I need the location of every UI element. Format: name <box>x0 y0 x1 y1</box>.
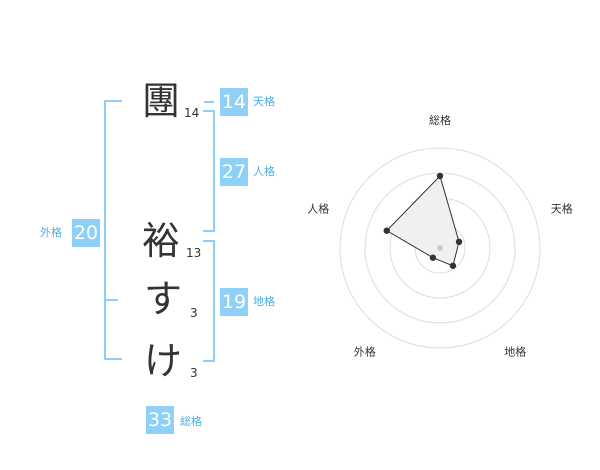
name-char-2: 裕 <box>142 219 181 263</box>
radar-axis-label-2: 天格 <box>551 201 573 215</box>
stroke-count-4: 3 <box>190 366 198 380</box>
soukaku-label: 総格 <box>180 415 202 428</box>
tenkaku-label: 天格 <box>253 95 275 108</box>
jinkaku-badge: 27 <box>220 158 248 186</box>
gaikaku-badge: 20 <box>72 219 100 247</box>
radar-point-2 <box>455 238 463 246</box>
radar-axis-label-1: 総格 <box>429 113 451 127</box>
stroke-count-2: 13 <box>186 246 202 260</box>
chikaku-bracket <box>203 240 215 362</box>
chikaku-label: 地格 <box>253 295 275 308</box>
soukaku-badge: 33 <box>146 406 174 434</box>
tenkaku-bracket <box>204 101 214 103</box>
radar-center <box>437 245 443 251</box>
radar-ring <box>339 147 541 349</box>
radar-axis-label-5: 人格 <box>307 201 329 215</box>
radar-axis-label-3: 地格 <box>504 345 526 359</box>
radar-chart: 総格天格地格 外格 人格 <box>300 100 600 400</box>
radar-point-4 <box>429 254 437 261</box>
name-stroke-diagram: 團 14 裕 13 す 3 け 3 14 天格 27 人格 19 地格 外格 2… <box>40 79 275 434</box>
jinkaku-bracket <box>203 110 215 232</box>
name-char-1: 團 <box>142 79 181 123</box>
gaikaku-label: 外格 <box>40 226 62 239</box>
radar-point-1 <box>436 172 444 180</box>
gaikaku-tick <box>104 299 118 301</box>
stroke-count-3: 3 <box>190 306 198 320</box>
name-char-4: け <box>144 339 183 383</box>
chikaku-badge: 19 <box>220 288 248 316</box>
radar-point-3 <box>449 262 457 269</box>
jinkaku-label: 人格 <box>253 165 275 178</box>
tenkaku-badge: 14 <box>220 88 248 116</box>
stroke-count-1: 14 <box>184 106 200 120</box>
gaikaku-bracket <box>104 100 122 360</box>
radar-axis-label-4: 外格 <box>354 345 376 359</box>
radar-point-5 <box>383 227 390 234</box>
radar-polygon <box>385 175 460 267</box>
name-char-3: す <box>144 277 183 321</box>
